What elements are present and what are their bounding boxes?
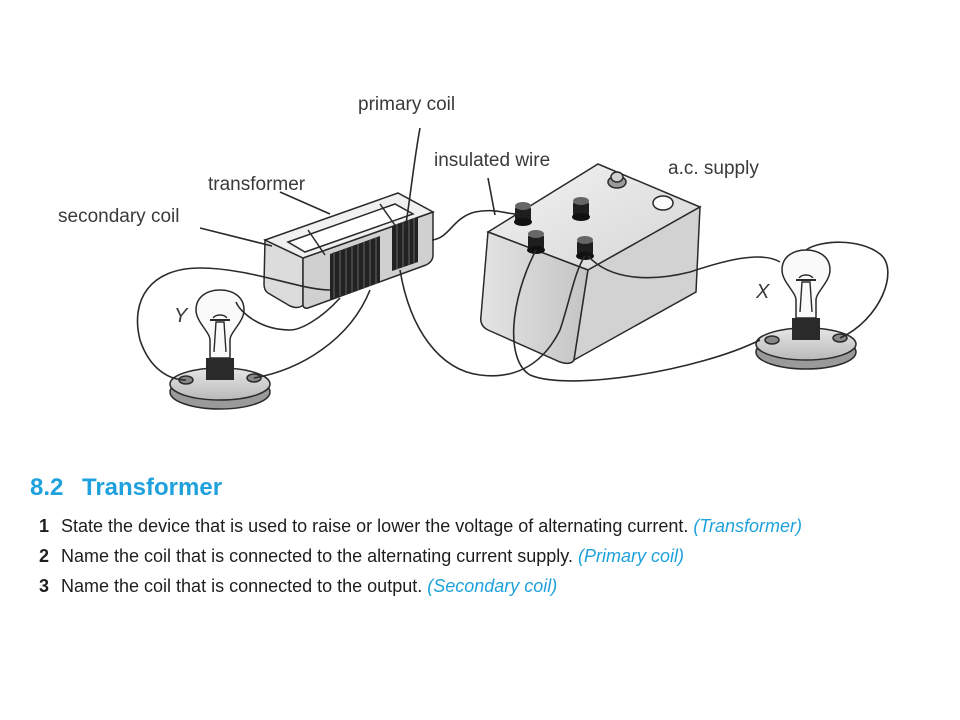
question-answer: (Secondary coil) <box>427 576 558 596</box>
question-item: 1 State the device that is used to raise… <box>30 516 930 537</box>
label-lamp-y: Y <box>174 305 189 327</box>
label-insulated-wire: insulated wire <box>434 150 550 171</box>
question-answer: (Primary coil) <box>577 546 684 566</box>
question-text: Name the coil that is connected to the a… <box>61 546 573 566</box>
circuit-wires <box>136 127 889 382</box>
lamp-y <box>169 289 271 410</box>
question-answer: (Transformer) <box>693 516 803 536</box>
question-section: 8.2 Transformer 1 State the device that i… <box>30 474 930 606</box>
transformer-device <box>263 192 435 309</box>
label-lamp-x: X <box>755 281 770 303</box>
supply-switch-icon <box>607 171 627 189</box>
question-item: 3 Name the coil that is connected to the… <box>30 576 930 597</box>
transformer-circuit-diagram: primary coil insulated wire a.c. supply … <box>58 94 889 410</box>
question-text: State the device that is used to raise o… <box>61 516 689 536</box>
label-ac-supply: a.c. supply <box>668 158 759 179</box>
supply-terminals <box>514 197 594 260</box>
terminal-icon <box>572 197 590 221</box>
terminal-icon <box>527 230 545 254</box>
section-number: 8.2 <box>30 474 64 501</box>
secondary-coil-windings <box>330 236 380 300</box>
ac-supply-box <box>480 163 702 365</box>
question-item: 2 Name the coil that is connected to the… <box>30 546 930 567</box>
question-text: Name the coil that is connected to the o… <box>61 576 423 596</box>
question-number: 2 <box>39 546 50 566</box>
primary-coil-windings <box>392 217 418 271</box>
terminal-icon <box>514 202 532 226</box>
section-heading: 8.2 Transformer <box>30 474 930 502</box>
lamp-x <box>755 249 857 370</box>
question-number: 1 <box>39 516 50 536</box>
label-primary-coil: primary coil <box>358 94 455 115</box>
terminal-icon <box>576 236 594 260</box>
question-number: 3 <box>39 576 50 596</box>
label-transformer: transformer <box>208 174 306 195</box>
indicator-light-icon <box>652 195 674 211</box>
label-secondary-coil: secondary coil <box>58 206 179 227</box>
section-title: Transformer <box>82 474 223 501</box>
